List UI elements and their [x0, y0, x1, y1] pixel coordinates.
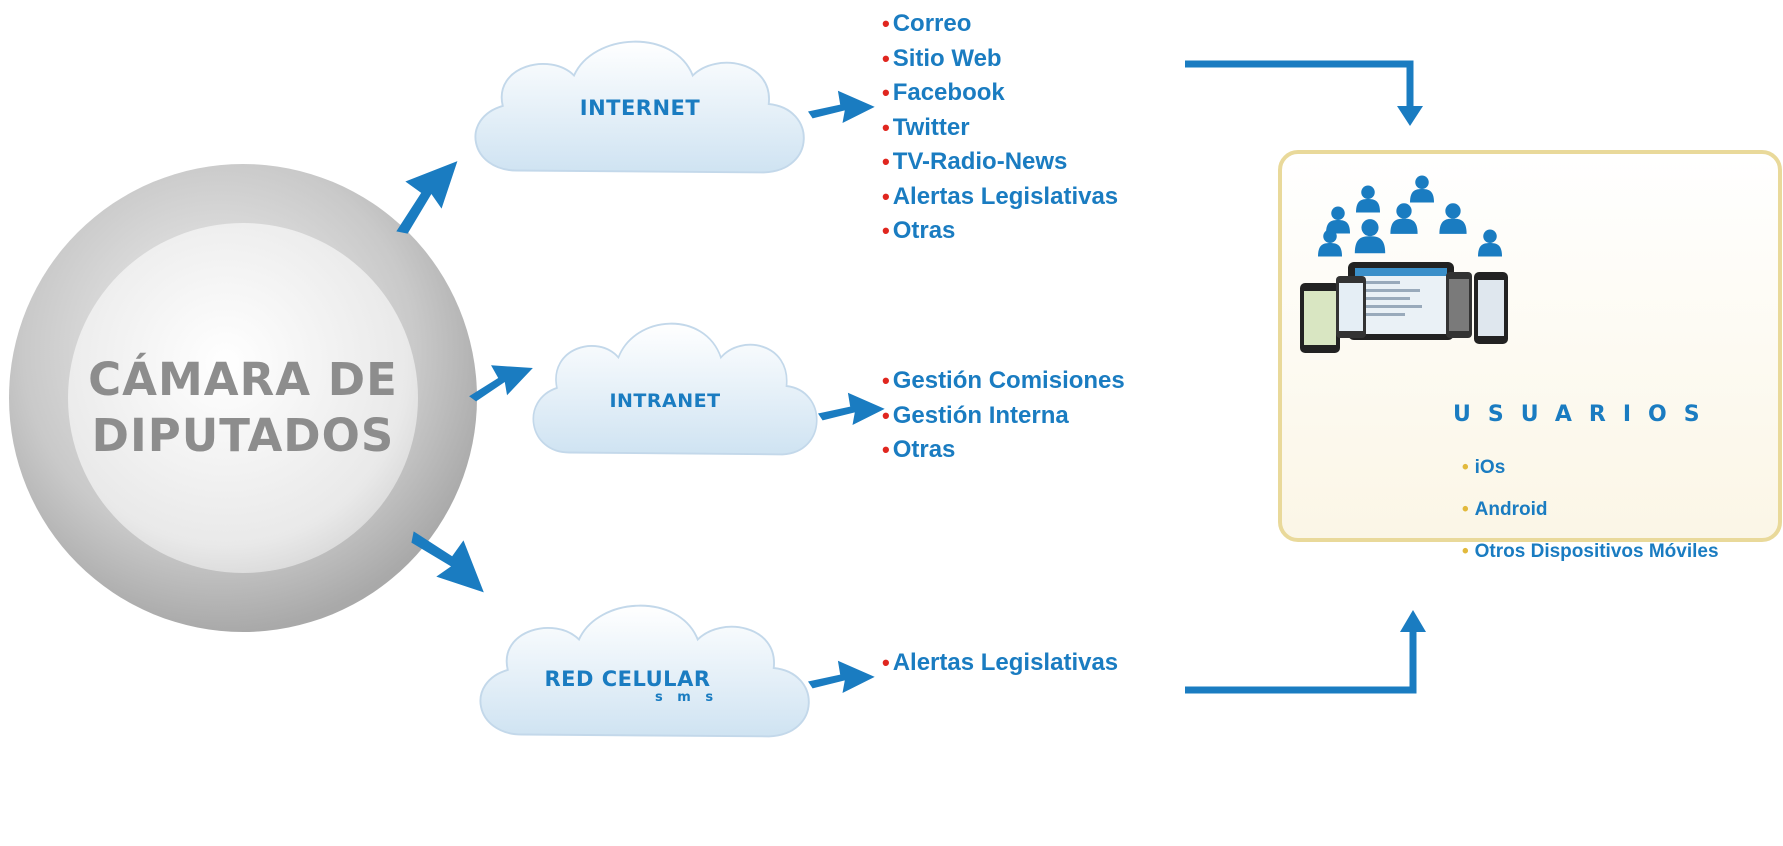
hub-label: CÁMARA DE DIPUTADOS [28, 352, 458, 464]
list-item: Otras [882, 433, 1125, 468]
intranet-services-list: Gestión Comisiones Gestión Interna Otras [882, 364, 1125, 468]
list-item: Sitio Web [882, 42, 1118, 77]
arrow-internet-to-users [1185, 60, 1423, 126]
platform-item: Android [1462, 489, 1719, 531]
list-item: Correo [882, 7, 1118, 42]
hub-label-line2: DIPUTADOS [91, 409, 395, 462]
bolt-intranet-services-icon [818, 392, 885, 425]
platforms-list: iOs Android Otros Dispositivos Móviles [1462, 447, 1719, 573]
list-item: TV-Radio-News [882, 145, 1118, 180]
list-item: Otras [882, 214, 1118, 249]
bolt-cellular-services-icon [808, 660, 875, 693]
list-item: Gestión Comisiones [882, 364, 1125, 399]
internet-services-list: Correo Sitio Web Facebook Twitter TV-Rad… [882, 7, 1118, 249]
list-item: Facebook [882, 76, 1118, 111]
cellular-services-list: Alertas Legislativas [882, 646, 1118, 681]
list-item: Gestión Interna [882, 399, 1125, 434]
arrow-cellular-to-users [1185, 610, 1426, 694]
list-item: Twitter [882, 111, 1118, 146]
platform-item: iOs [1462, 447, 1719, 489]
platform-item: Otros Dispositivos Móviles [1462, 531, 1719, 573]
bolt-internet-services-icon [808, 90, 875, 123]
users-title: USUARIOS [1453, 402, 1717, 427]
cloud-red-celular-label: RED CELULAR [544, 667, 711, 691]
list-item: Alertas Legislativas [882, 646, 1118, 681]
cloud-internet-label: INTERNET [579, 96, 701, 120]
mobile-devices-icon [1300, 262, 1508, 353]
list-item: Alertas Legislativas [882, 180, 1118, 215]
hub-circle [9, 164, 477, 632]
cloud-intranet-label: INTRANET [609, 390, 721, 412]
cloud-red-celular-sublabel: s m s [655, 690, 719, 705]
hub-label-line1: CÁMARA DE [88, 353, 398, 406]
